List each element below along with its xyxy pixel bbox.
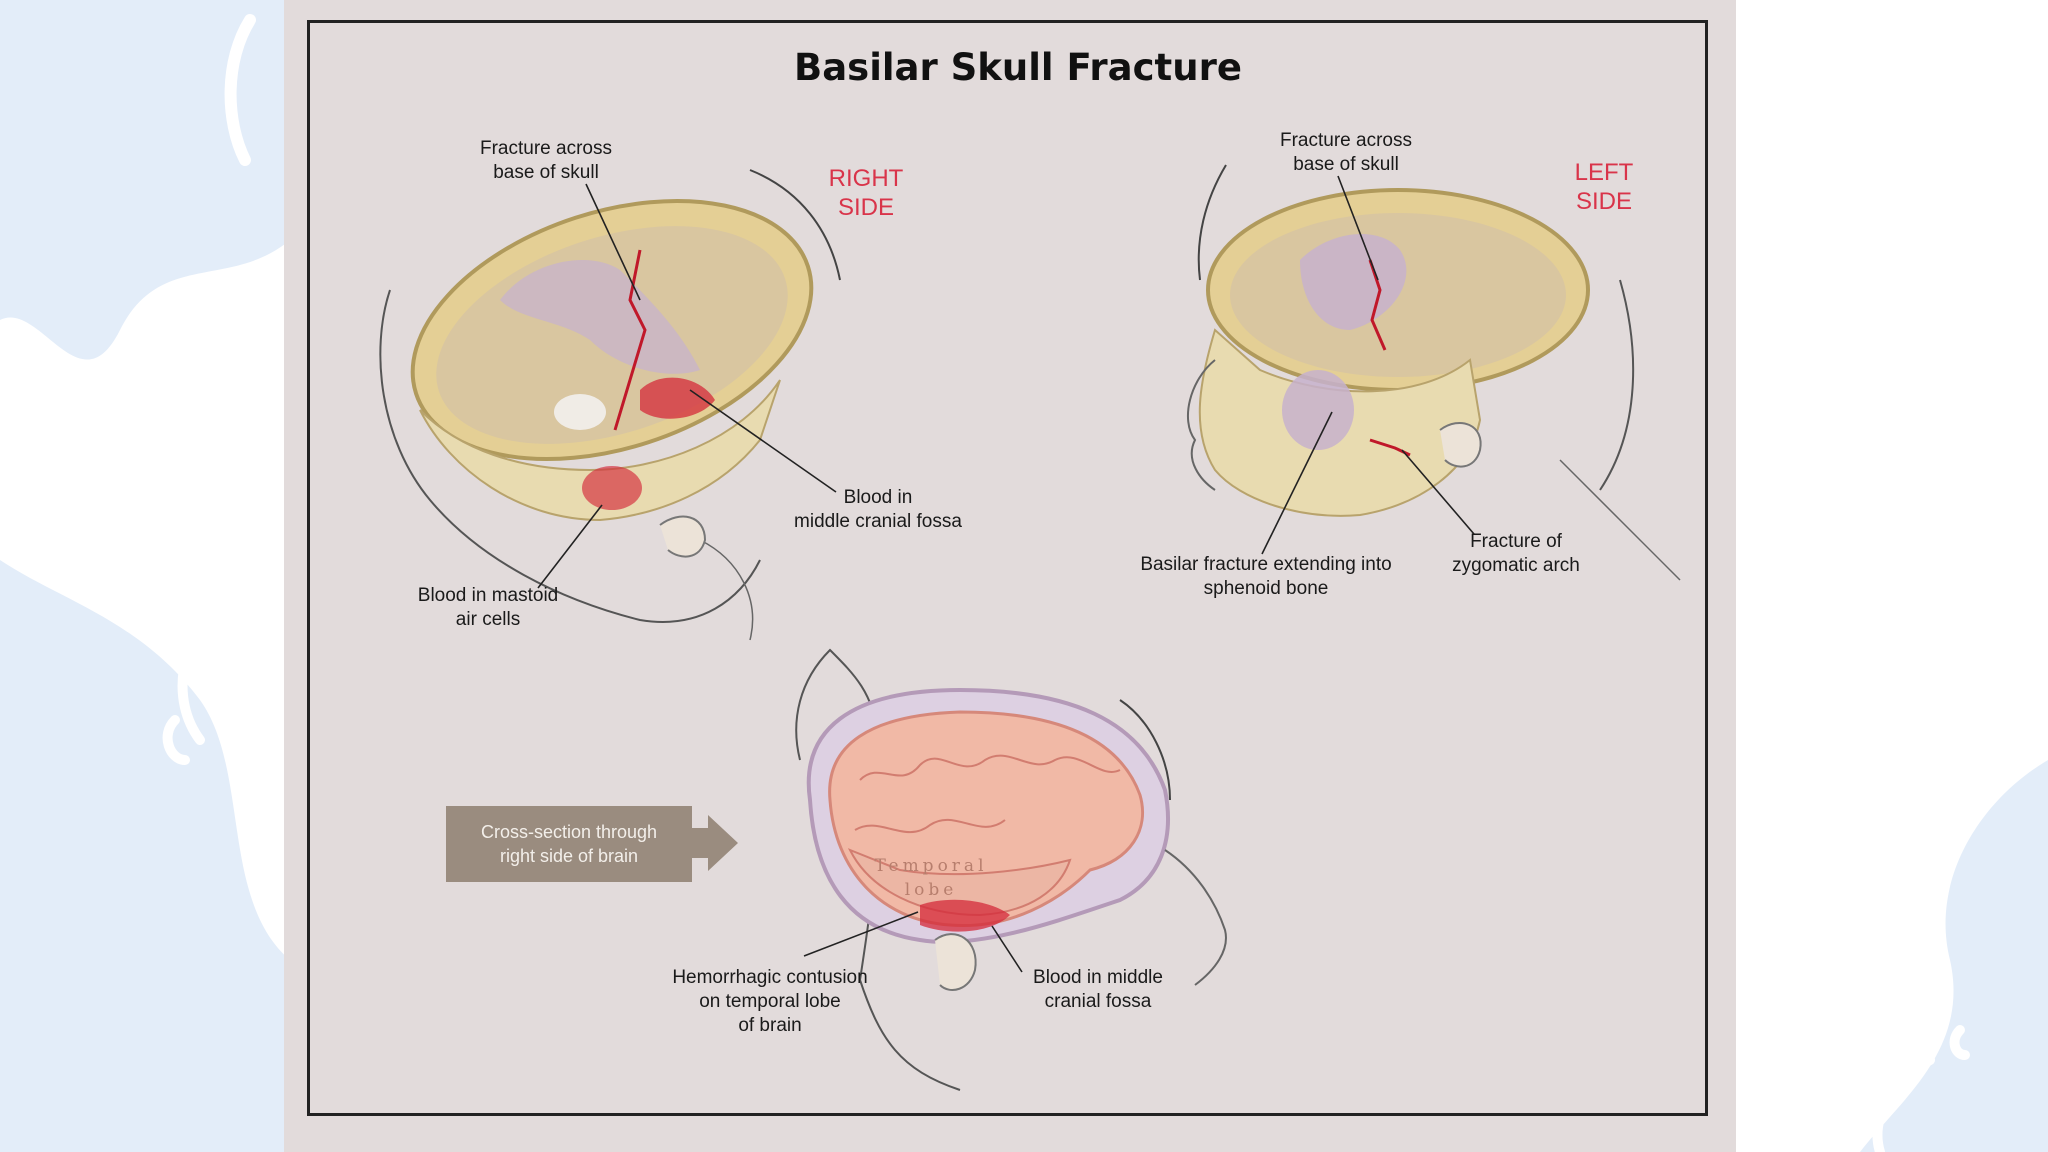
left-head-back-outline	[1599, 279, 1635, 491]
decor-blob-top-left	[0, 0, 290, 360]
right-skull-lower	[419, 379, 781, 522]
cross-ear	[934, 933, 977, 991]
right-mastoid-label: Blood in mastoid air cells	[417, 585, 559, 630]
right-blood-fossa-label: Blood in middle cranial fossa	[794, 487, 962, 532]
right-blood-middle-fossa	[640, 377, 715, 419]
right-neck-outline	[699, 539, 754, 641]
cross-face-profile	[1164, 849, 1227, 986]
left-fracture-line	[1368, 259, 1387, 351]
cross-temporal-lobe	[847, 848, 1072, 917]
cross-contusion	[920, 899, 1010, 932]
left-side-skull-illustration	[1186, 164, 1681, 581]
cross-arrow-icon	[692, 815, 738, 871]
leader-cross-contusion	[803, 911, 919, 957]
cross-section-illustration	[692, 648, 1227, 1091]
left-fossa-purple	[1300, 233, 1407, 330]
right-fossa-purple	[500, 260, 700, 374]
right-side-skull-illustration	[379, 169, 841, 641]
left-zygomatic-label: Fracture of zygomatic arch	[1452, 531, 1580, 576]
decor-blob-right	[1860, 760, 2048, 1152]
leader-cross-blood	[991, 925, 1023, 973]
temporal-lobe-label: Temporal lobe	[874, 856, 988, 900]
decor-swirl-left	[162, 595, 225, 765]
left-sphenoid-label: Basilar fracture extending into sphenoid…	[1140, 554, 1392, 599]
leader-right-mastoid	[537, 504, 603, 589]
left-hair-outline	[1197, 164, 1227, 281]
right-ear	[659, 515, 707, 558]
decor-swirl-right	[1872, 1025, 1970, 1152]
leader-right-blood-fossa	[689, 389, 837, 493]
left-orbit	[1282, 370, 1354, 450]
left-neck-outline	[1559, 459, 1681, 581]
cross-hair-outline	[1119, 699, 1171, 801]
right-fracture-line	[613, 249, 647, 431]
left-face-profile	[1186, 359, 1216, 491]
leader-lines	[537, 175, 1475, 973]
left-ear	[1439, 421, 1482, 468]
cross-section-box: Cross-section through right side of brai…	[446, 806, 692, 882]
right-blood-mastoid	[582, 466, 642, 510]
left-fracture-label: Fracture across base of skull	[1280, 130, 1412, 175]
right-foramen	[554, 394, 606, 430]
right-side-label: RIGHT SIDE	[828, 165, 904, 221]
decor-swirl-top	[224, 14, 256, 166]
decor-blob-bottom-left	[0, 560, 290, 1152]
right-fracture-label: Fracture across base of skull	[480, 138, 612, 183]
cross-blood-label: Blood in middle cranial fossa	[1033, 967, 1163, 1012]
right-hair-outline	[749, 169, 841, 281]
leader-right-fracture	[585, 183, 641, 301]
right-head-outline	[379, 289, 761, 623]
leader-left-zygomatic	[1401, 449, 1475, 535]
figure-title: Basilar Skull Fracture	[794, 46, 1242, 89]
leader-left-fracture	[1337, 175, 1379, 281]
contusion-label: Hemorrhagic contusion on temporal lobe o…	[672, 967, 868, 1036]
leader-left-sphenoid	[1261, 411, 1333, 555]
figure-frame	[307, 20, 1708, 1116]
left-side-label: LEFT SIDE	[1574, 159, 1634, 215]
cross-brain-folds	[854, 754, 1121, 834]
